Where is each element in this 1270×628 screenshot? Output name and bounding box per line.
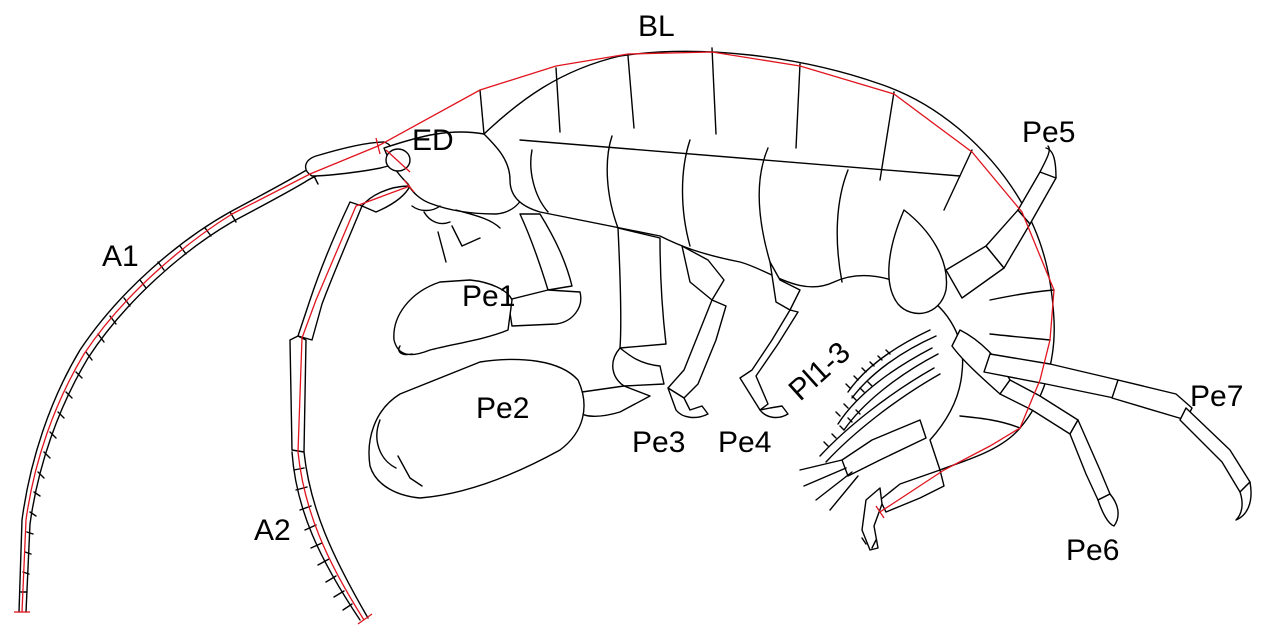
label-pereopod7: Pe7 [1190,380,1243,413]
label-antenna2: A2 [254,514,291,547]
pereopod4-drawing [740,262,800,417]
label-body-length: BL [638,10,675,43]
label-pereopod4: Pe4 [718,426,771,459]
label-pereopod2: Pe2 [476,392,529,425]
pereopod7-drawing [984,354,1251,520]
label-eye-diameter: ED [412,124,454,157]
label-pleopods: Pl1-3 [783,336,857,407]
eye-drawing [386,149,410,171]
label-pereopod5: Pe5 [1022,116,1075,149]
label-pereopod6: Pe6 [1066,534,1119,567]
pereopod3-drawing [668,246,726,417]
label-antenna1: A1 [102,240,139,273]
pereopod2-drawing [369,228,666,498]
label-pereopod3: Pe3 [632,426,685,459]
label-pereopod1: Pe1 [462,280,515,313]
uropods-drawing [800,420,944,550]
antenna1-drawing [19,142,394,612]
